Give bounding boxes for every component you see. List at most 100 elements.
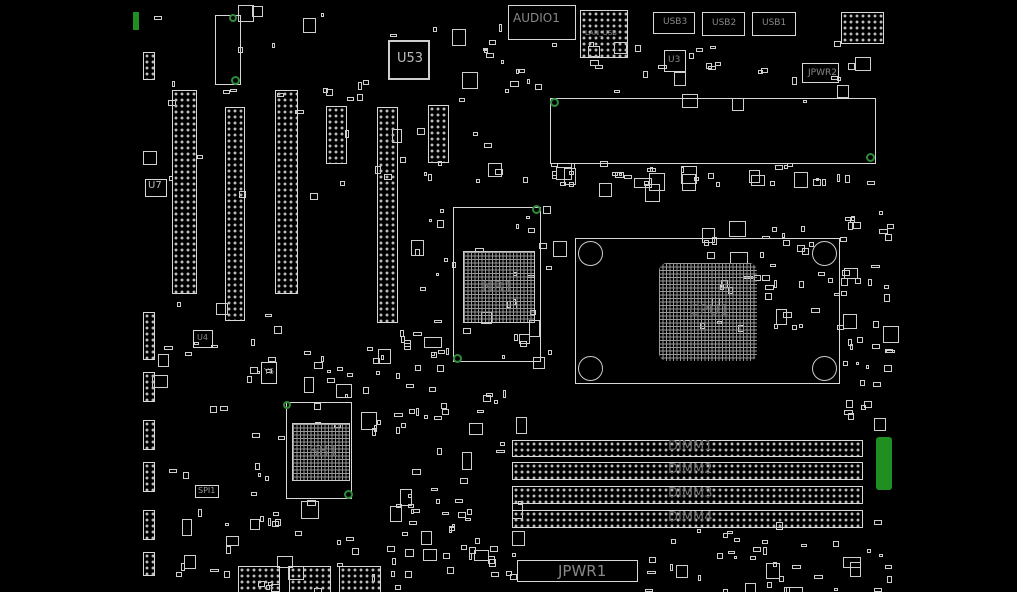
smd-pad — [698, 575, 702, 582]
bios-battery-area[interactable] — [215, 15, 241, 85]
smd-pad — [459, 97, 466, 103]
chip-u53[interactable]: U53 — [388, 40, 430, 80]
smd-pad — [472, 132, 479, 136]
smd-pad — [496, 449, 505, 454]
smd-pad — [225, 546, 232, 555]
pin-header[interactable] — [143, 420, 155, 450]
pcie-slot-3[interactable] — [275, 90, 298, 294]
dimm-slot-2[interactable]: DIMM2 — [512, 462, 863, 480]
smd-pad — [272, 43, 276, 48]
smd-pad — [392, 558, 397, 566]
pcie-slot-5[interactable] — [377, 107, 398, 323]
connector-usb2[interactable]: USB2 — [702, 12, 745, 36]
smd-pad — [264, 476, 269, 482]
smd-pad — [197, 509, 202, 518]
smd-pad — [784, 587, 790, 592]
smd-pad — [194, 341, 199, 346]
smd-pad — [441, 403, 447, 409]
smd-pad — [488, 559, 497, 568]
smd-pad — [431, 487, 438, 492]
dimm-slot-1[interactable]: DIMM1 — [512, 439, 863, 457]
connector-usb1[interactable]: USB1 — [752, 12, 796, 36]
smd-pad — [648, 556, 656, 563]
chip-u4-label: U4 — [197, 333, 208, 342]
smd-pad — [766, 581, 772, 588]
smd-pad — [326, 369, 331, 374]
smd-pad — [850, 561, 862, 578]
pin-header[interactable] — [143, 462, 155, 492]
chip-spi1[interactable]: SPI1 — [195, 485, 219, 498]
smd-pad — [512, 552, 517, 558]
smd-pad — [176, 302, 181, 307]
chip-u7[interactable]: U7 — [145, 179, 167, 197]
jpwr2-label: JPWR2 — [808, 68, 837, 78]
smd-pad — [433, 416, 443, 420]
socket-hole — [812, 241, 837, 266]
usb-header[interactable] — [339, 566, 381, 592]
smd-pad — [196, 154, 204, 160]
mount-hole — [453, 354, 462, 363]
chip-u4[interactable]: U4 — [193, 330, 213, 348]
connector-rear-io[interactable] — [841, 12, 884, 44]
usb-header[interactable] — [238, 566, 280, 592]
mount-hole — [532, 205, 541, 214]
vrm-area[interactable] — [550, 98, 876, 164]
smd-pad — [400, 157, 406, 163]
smd-pad — [255, 462, 260, 470]
usb-header[interactable] — [289, 566, 331, 592]
smd-pad — [169, 468, 177, 473]
smd-pad — [786, 587, 804, 592]
smd-pad — [222, 90, 230, 94]
smd-pad — [757, 69, 763, 74]
pin-header[interactable] — [143, 312, 155, 360]
dimm-slot-4[interactable]: DIMM4 — [512, 510, 863, 528]
mount-hole — [866, 153, 875, 162]
mount-hole — [344, 490, 353, 499]
smd-pad — [265, 313, 273, 317]
smd-pad — [886, 576, 893, 584]
smd-pad — [792, 324, 798, 331]
pin-header[interactable] — [143, 52, 155, 80]
highlighted-header[interactable] — [133, 12, 139, 30]
cpu-socket[interactable]: CPU1 — [575, 238, 840, 384]
pin-header[interactable] — [143, 372, 155, 402]
chip-sb1-outline[interactable]: SB1 — [286, 402, 352, 499]
pci-slot-4[interactable] — [326, 106, 347, 164]
smd-pad — [419, 287, 426, 291]
smd-pad — [624, 175, 632, 179]
smd-pad — [773, 323, 778, 330]
connector-usb3[interactable]: USB3 — [653, 12, 695, 34]
pcie-slot-2[interactable] — [225, 107, 245, 321]
pin-header[interactable] — [143, 552, 155, 576]
smd-pad — [252, 5, 264, 18]
smd-pad — [457, 512, 467, 519]
crystal-y6[interactable]: Y6 — [261, 362, 277, 384]
pci-slot-6[interactable] — [428, 105, 449, 163]
smd-pad — [750, 175, 766, 187]
smd-pad — [499, 442, 506, 446]
smd-pad — [429, 386, 436, 392]
dimm-slot-3[interactable]: DIMM3 — [512, 486, 863, 504]
mount-hole — [229, 14, 237, 22]
smd-pad — [394, 413, 403, 417]
smd-pad — [643, 180, 650, 186]
nb1-bga-grid — [463, 251, 535, 323]
smd-pad — [515, 223, 519, 230]
connector-audio1[interactable]: AUDIO1 — [508, 5, 576, 40]
smd-pad — [728, 221, 747, 238]
smd-pad — [410, 508, 415, 514]
smd-pad — [840, 237, 848, 242]
pin-header[interactable] — [143, 510, 155, 540]
connector-jpwr2[interactable]: JPWR2 — [802, 63, 839, 83]
smd-pad — [885, 233, 892, 241]
pcie-slot-1[interactable] — [172, 90, 197, 294]
connector-jpwr1[interactable]: JPWR1 — [517, 560, 638, 582]
smd-pad — [845, 175, 851, 183]
connector-lan-usb[interactable]: LAN_USB — [580, 10, 628, 58]
chip-u3[interactable]: U3 — [664, 50, 686, 72]
chip-nb1-outline[interactable]: NB1 — [453, 207, 541, 362]
highlighted-connector[interactable] — [876, 437, 892, 490]
smd-pad — [848, 222, 853, 230]
smd-pad — [277, 556, 294, 568]
